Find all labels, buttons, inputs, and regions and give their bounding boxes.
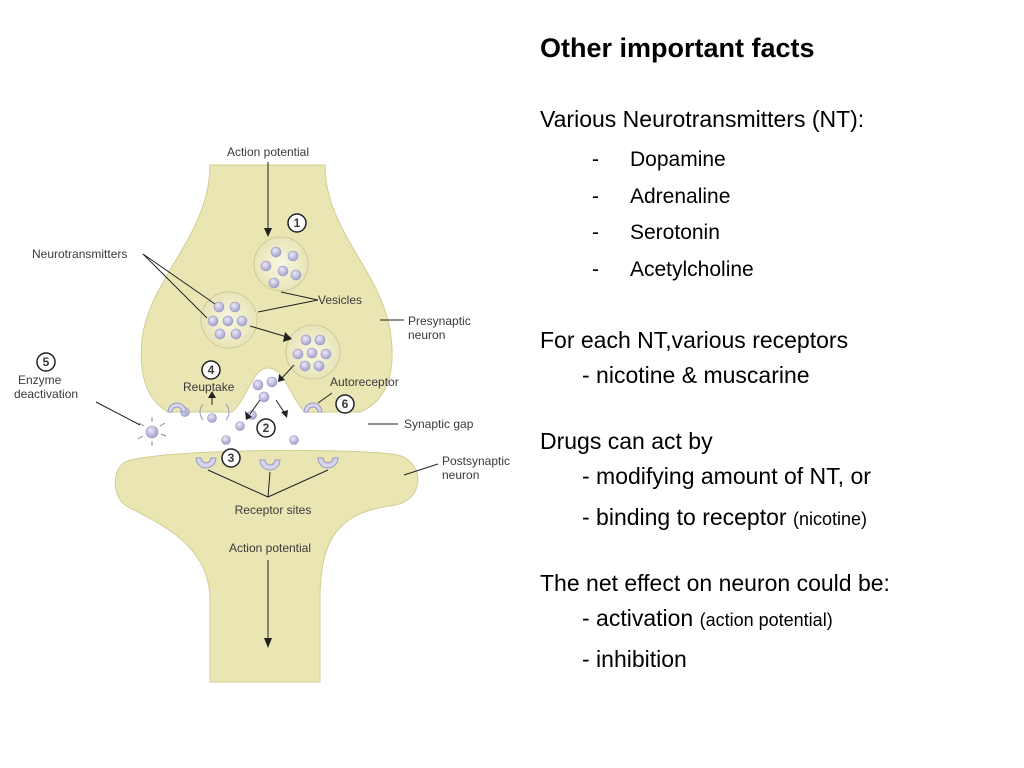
marker-3-circle [221,448,241,468]
arrowhead [281,410,288,418]
drugs-sub-2-note: (nicotine) [792,508,867,529]
arrowhead [283,332,292,342]
leader-receptor-2 [267,471,271,498]
leader-postsynaptic [403,463,439,476]
label-synaptic-gap: Synaptic gap [404,417,474,431]
slide-title: Other important facts [540,33,815,63]
effect-sub-2: - inhibition [582,645,687,672]
label-postsynaptic-2: neuron [442,468,479,482]
effect-sub-1-main: - activation [582,604,694,631]
list-item-text: Serotonin [630,221,720,245]
marker-5-circle [36,352,56,372]
release-arrow-right [275,399,285,413]
label-vesicles: Vesicles [318,293,362,307]
marker-2-circle [256,418,276,438]
vesicle-arrow [249,325,288,338]
label-neurotransmitters: Neurotransmitters [32,247,127,261]
label-action-potential-bottom: Action potential [229,541,311,555]
label-enzyme-1: Enzyme [18,373,62,387]
leader-neurotransmitters-2 [142,253,208,319]
leader-enzyme [95,401,141,426]
effect-sub-1-note: (action potential) [699,609,833,630]
arrowhead [245,411,252,420]
marker-1: 1 [294,216,301,230]
synapse-diagram: 1 2 3 4 5 6 Action potential Neurotransm… [14,145,510,683]
label-presynaptic-1: Presynaptic [408,314,471,328]
postsynaptic-receptors [195,457,339,471]
list-item: - Serotonin [540,215,1010,252]
list-item-text: Adrenaline [630,184,731,208]
label-postsynaptic-1: Postsynaptic [442,454,510,468]
release-arrow-left [249,399,261,415]
list-dash: - [592,147,599,171]
effect-sub-1: - activation (action potential) [540,598,1010,639]
arrowhead [264,228,272,237]
label-enzyme-2: deactivation [14,387,78,401]
list-item: - Acetylcholine [540,252,1010,289]
list-item-text: Dopamine [630,147,726,171]
marker-6: 6 [342,397,349,411]
marker-5: 5 [43,355,50,369]
facts-panel: Other important facts Various Neurotrans… [540,32,1010,679]
leader-vesicles-2 [257,299,319,313]
reuptake-vesicle-arrow [281,364,295,379]
list-item: - Dopamine [540,142,1010,179]
label-action-potential-top: Action potential [227,145,309,159]
label-presynaptic-2: neuron [408,328,445,342]
leader-vesicles-1 [280,291,319,301]
drugs-sub-2-main: - binding to receptor [582,503,787,530]
list-dash: - [592,221,599,245]
receptors-sub: - nicotine & muscarine [582,361,810,388]
nt-heading: Various Neurotransmitters (NT): [540,106,865,133]
leader-neurotransmitters-1 [142,253,216,305]
drugs-heading: Drugs can act by [540,428,713,455]
label-reuptake: Reuptake [183,380,235,394]
marker-4: 4 [208,363,215,377]
enzyme-spark [137,417,167,446]
receptors-heading: For each NT,various receptors [540,326,849,353]
label-receptor-sites: Receptor sites [235,503,312,517]
arrowhead [264,638,272,648]
list-dash: - [592,258,599,282]
arrowhead [208,391,216,398]
drugs-sub-2: - binding to receptor (nicotine) [540,497,1010,538]
presynaptic-receptors [167,402,323,421]
arrowhead [278,374,285,382]
drugs-sub-1: - modifying amount of NT, or [582,462,871,489]
marker-6-circle [335,394,355,414]
marker-2: 2 [263,421,270,435]
list-item: - Adrenaline [540,179,1010,216]
effect-heading: The net effect on neuron could be: [540,570,890,597]
neurotransmitter-cluster [207,246,332,372]
leader-autoreceptor [317,392,333,404]
marker-4-circle [201,360,221,380]
label-autoreceptor: Autoreceptor [330,375,399,389]
marker-1-circle [287,213,307,233]
list-dash: - [592,184,599,208]
leader-receptor-1 [207,469,269,498]
nt-list: - Dopamine - Adrenaline - Serotonin - Acetyl… [540,142,1010,289]
postsynaptic-neuron-shape [114,449,419,683]
marker-3: 3 [228,451,235,465]
list-item-text: Acetylcholine [630,258,754,282]
leader-receptor-3 [267,469,329,498]
